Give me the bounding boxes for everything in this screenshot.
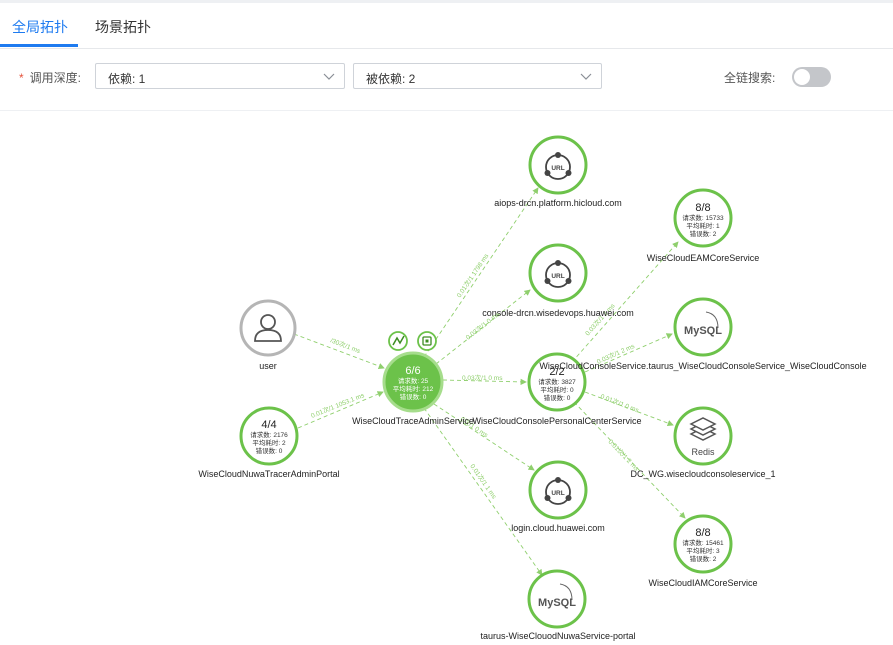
edge-label-personal-redis: 0.01次/1 0 ms: [599, 391, 641, 414]
node-stat-line: 平均耗时: 212: [393, 384, 434, 393]
svg-text:MySQL: MySQL: [684, 325, 722, 337]
url-icon: URL: [544, 260, 572, 288]
node-user-label: user: [259, 361, 277, 371]
node-ratio: 8/8: [695, 202, 710, 214]
node-stat-line: 请求数: 2176: [250, 430, 288, 439]
user-icon: [254, 314, 282, 342]
edge-personal-mysql[interactable]: [584, 333, 673, 373]
node-ratio: 4/4: [261, 419, 276, 431]
node-ratio: 2/2: [549, 366, 564, 378]
node-taurus-portal[interactable]: MySQL taurus-WiseClouodNuwaService-porta…: [480, 569, 636, 641]
tab-bar: 全局拓扑 场景拓扑: [0, 3, 893, 49]
node-stat-line: 错误数: 0: [400, 392, 427, 401]
node-console-drcn[interactable]: URL console-drcn.wisedevops.huawei.com: [482, 243, 634, 318]
url-icon: URL: [544, 152, 572, 180]
tab-scene-topology[interactable]: 场景拓扑: [95, 19, 151, 35]
chevron-down-icon: [323, 73, 335, 80]
node-aiops[interactable]: URL aiops-drcn.platform.hicloud.com: [494, 135, 622, 208]
node-stat-line: 平均耗时: 3: [686, 546, 720, 555]
svg-text:URL: URL: [551, 273, 564, 280]
node-admin-service[interactable]: 6/6 请求数: 25 平均耗时: 212 错误数: 0 WiseCloudTr…: [352, 331, 474, 426]
tab-global-topology[interactable]: 全局拓扑: [12, 19, 68, 35]
divider: [0, 110, 893, 111]
chip-icon[interactable]: [417, 331, 437, 351]
edge-personal-redis[interactable]: [584, 391, 674, 427]
depended-select[interactable]: 被依赖: 2: [353, 63, 602, 89]
node-iam-label: WiseCloudIAMCoreService: [648, 578, 757, 588]
full-chain-search-label: 全链搜索:: [724, 71, 776, 85]
toggle-knob: [794, 69, 810, 85]
node-ratio: 6/6: [405, 365, 420, 377]
chevron-down-icon: [580, 73, 592, 80]
edge-label-user-admin: /30次/1 ms: [329, 335, 362, 355]
node-user[interactable]: user: [239, 299, 297, 371]
node-iam[interactable]: 8/8 请求数: 15461 平均耗时: 3 错误数: 2 WiseCloudI…: [648, 514, 758, 588]
edge-user-admin[interactable]: [293, 333, 385, 370]
depends-select-value: 依赖: 1: [108, 72, 146, 86]
node-stat-line: 请求数: 3827: [538, 377, 576, 386]
node-mysql-console-label: WiseCloudConsoleService.taurus_WiseCloud…: [539, 361, 866, 371]
node-admin-portal-label: WiseCloudNuwaTracerAdminPortal: [198, 469, 339, 479]
edge-admin-aiops[interactable]: [423, 187, 539, 358]
edge-portal-admin[interactable]: [297, 391, 384, 429]
node-redis-label: DC_WG.wisecloudconsoleservice_1: [630, 469, 775, 479]
node-mysql-console[interactable]: MySQL WiseCloudConsoleService.taurus_Wis…: [539, 297, 867, 371]
node-eam-label: WiseCloudEAMCoreService: [647, 253, 760, 263]
active-tab-indicator: [0, 44, 78, 47]
node-stat-line: 平均耗时: 1: [686, 221, 720, 230]
node-admin-service-label: WiseCloudTraceAdminService: [352, 416, 474, 426]
url-icon: URL: [544, 477, 572, 505]
full-chain-search-toggle[interactable]: [792, 67, 831, 87]
node-admin-portal[interactable]: 4/4 请求数: 2176 平均耗时: 2 错误数: 0 WiseCloudNu…: [198, 406, 340, 479]
depth-label-text: 调用深度:: [29, 71, 82, 85]
depended-select-value: 被依赖: 2: [366, 72, 416, 86]
required-mark: *: [19, 71, 24, 85]
node-eam[interactable]: 8/8 请求数: 15733 平均耗时: 1 错误数: 2 WiseCloudE…: [647, 188, 760, 263]
node-personal-center[interactable]: 2/2 请求数: 3827 平均耗时: 0 错误数: 0 WiseCloudCo…: [472, 352, 642, 426]
node-aiops-label: aiops-drcn.platform.hicloud.com: [494, 198, 622, 208]
node-console-drcn-label: console-drcn.wisedevops.huawei.com: [482, 308, 634, 318]
node-stat-line: 请求数: 15461: [682, 538, 724, 547]
node-stat-line: 请求数: 25: [398, 376, 429, 385]
node-stat-line: 请求数: 15733: [682, 213, 724, 222]
node-login[interactable]: URL login.cloud.huawei.com: [511, 460, 605, 533]
node-personal-center-label: WiseCloudConsolePersonalCenterService: [472, 416, 641, 426]
node-stat-line: 错误数: 2: [690, 229, 717, 238]
edge-admin-login[interactable]: [433, 403, 535, 471]
node-redis[interactable]: Redis DC_WG.wisecloudconsoleservice_1: [630, 406, 776, 479]
svg-text:Redis: Redis: [691, 447, 715, 457]
depth-label: * 调用深度:: [19, 69, 81, 86]
mysql-icon: MySQL: [684, 311, 722, 337]
edge-label-admin-taurus: 0.01次/1 1 ms: [468, 462, 499, 501]
redis-icon: Redis: [689, 417, 717, 457]
mysql-icon: MySQL: [538, 583, 576, 609]
trend-icon[interactable]: [388, 331, 408, 351]
node-stat-line: 平均耗时: 2: [252, 438, 286, 447]
edge-personal-iam[interactable]: [573, 401, 686, 519]
edge-label-admin-aiops: 0.01次/1 1798 ms: [454, 251, 491, 299]
svg-text:URL: URL: [551, 490, 564, 497]
svg-text:MySQL: MySQL: [538, 597, 576, 609]
node-stat-line: 平均耗时: 0: [540, 385, 574, 394]
edge-label-admin-personal: 0.03次/1 0 ms: [462, 373, 503, 382]
node-stat-line: 错误数: 0: [544, 393, 571, 402]
edge-personal-eam[interactable]: [571, 241, 679, 363]
edge-label-personal-eam: 0.03次/1 2 ms: [583, 301, 617, 338]
node-ratio: 8/8: [695, 527, 710, 539]
svg-text:URL: URL: [551, 165, 564, 172]
top-border: [0, 0, 893, 3]
node-login-label: login.cloud.huawei.com: [511, 523, 605, 533]
node-stat-line: 错误数: 0: [256, 446, 283, 455]
depends-select[interactable]: 依赖: 1: [95, 63, 345, 89]
node-stat-line: 错误数: 2: [690, 554, 717, 563]
edge-admin-taurus[interactable]: [423, 407, 543, 576]
node-taurus-portal-label: taurus-WiseClouodNuwaService-portal: [480, 631, 635, 641]
edge-admin-console[interactable]: [435, 289, 531, 365]
edge-label-personal-iam: 0.01次/1 2 ms: [607, 437, 642, 473]
